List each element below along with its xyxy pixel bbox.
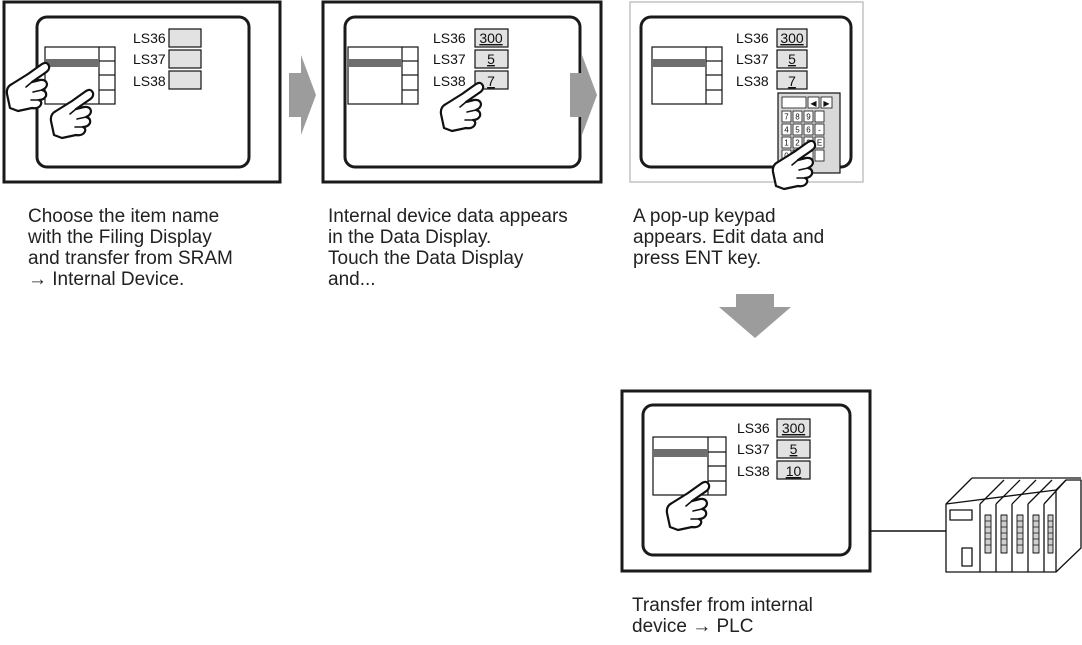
keypad-key-label: 7 [784, 113, 789, 122]
ls36-label: LS36 [433, 30, 466, 46]
keypad-key [792, 123, 803, 136]
ls36-value: 300 [780, 30, 804, 46]
ls38-label: LS38 [737, 463, 770, 479]
caption-line: with the Filing Display [28, 227, 212, 248]
left-arrow-icon: ◀ [810, 99, 817, 108]
caption-line: Touch the Data Display [328, 248, 524, 269]
keypad-key-label: 2 [795, 139, 800, 148]
keypad-key-label: - [818, 126, 821, 135]
keypad-key [814, 149, 825, 162]
plc-unit-icon [945, 477, 1082, 573]
selected-item-bar [652, 59, 706, 67]
filing-display [651, 46, 723, 105]
caption-line: Internal device data appears [328, 206, 568, 227]
ls36-value: 300 [479, 30, 503, 46]
ls36-label: LS36 [737, 420, 770, 436]
panel-4-hmi: LS36 LS37 LS38 300 5 10 [620, 389, 872, 573]
ls36-field [474, 28, 509, 48]
ls37-label: LS37 [737, 441, 770, 457]
process-arrow-icon [570, 55, 597, 135]
ls38-value: 10 [786, 463, 802, 479]
keypad-key [814, 123, 825, 136]
keypad-display [781, 96, 807, 109]
ls36-label: LS36 [133, 30, 166, 46]
ls37-label: LS37 [736, 51, 769, 67]
keypad-key [803, 123, 814, 136]
ls36-field [168, 28, 202, 48]
caption-line: A pop-up keypad [633, 206, 776, 227]
ls38-field [168, 70, 202, 90]
panel-1-hmi: LS36 LS37 LS38 [2, 0, 282, 184]
ls37-label: LS37 [133, 51, 166, 67]
ls37-label: LS37 [433, 51, 466, 67]
caption-line: press ENT key. [633, 248, 762, 269]
keypad-key-label: 5 [795, 126, 800, 135]
ls37-field [168, 49, 202, 69]
caption-line: and transfer from SRAM [28, 248, 233, 269]
ls38-label: LS38 [736, 73, 769, 89]
keypad-nav-right [820, 96, 833, 109]
caption-step-1: Choose the item name with the Filing Dis… [28, 206, 233, 290]
ls38-label: LS38 [133, 73, 166, 89]
keypad-key [781, 136, 792, 149]
caption-line: Transfer from internal [632, 595, 813, 616]
keypad-nav-left [807, 96, 820, 109]
selected-item-bar [653, 449, 708, 457]
ls36-value: 300 [782, 420, 806, 436]
keypad-key-label: 1 [784, 139, 789, 148]
keypad-key-label: 9 [806, 113, 811, 122]
ls37-field [776, 439, 811, 459]
ls36-field [776, 418, 811, 438]
keypad-key [814, 110, 825, 123]
ls36-field [776, 28, 808, 48]
ls38-value: 7 [788, 73, 796, 89]
filing-display [347, 46, 419, 105]
ls36-label: LS36 [736, 30, 769, 46]
ls38-label: LS38 [433, 73, 466, 89]
caption-line: appears. Edit data and [633, 227, 825, 248]
right-arrow-icon: ▶ [823, 99, 830, 108]
caption-line: and... [328, 269, 376, 290]
ls37-field [776, 49, 808, 69]
keypad-key-label: 6 [806, 126, 811, 135]
caption-line: Choose the item name [28, 206, 220, 227]
ls38-field [776, 70, 808, 90]
ls38-field [776, 460, 811, 480]
caption-step-3: A pop-up keypad appears. Edit data and p… [633, 206, 824, 269]
keypad-key-label: 4 [784, 126, 789, 135]
ls38-value: 7 [487, 73, 495, 89]
caption-line: → Internal Device. [28, 269, 185, 290]
process-arrow-icon [719, 294, 791, 338]
process-arrow-icon [289, 55, 316, 135]
keypad-key [781, 123, 792, 136]
keypad-key [803, 110, 814, 123]
ls37-field [474, 49, 509, 69]
selected-item-bar [45, 59, 99, 67]
caption-step-2: Internal device data appears in the Data… [328, 206, 568, 290]
caption-step-4: Transfer from internal device → PLC [632, 595, 813, 637]
ls37-value: 5 [788, 51, 796, 67]
keypad-key [781, 110, 792, 123]
caption-line: device → PLC [632, 616, 754, 637]
keypad-key-label: 8 [795, 113, 800, 122]
keypad-key [792, 136, 803, 149]
ls37-value: 5 [487, 51, 495, 67]
ls37-value: 5 [790, 441, 798, 457]
filing-display [652, 436, 727, 496]
selected-item-bar [348, 59, 402, 67]
keypad-key-label: E [817, 139, 822, 148]
keypad-key [792, 110, 803, 123]
caption-line: in the Data Display. [328, 227, 492, 248]
panel-2-hmi: LS36 LS37 LS38 300 5 7 [321, 0, 603, 184]
